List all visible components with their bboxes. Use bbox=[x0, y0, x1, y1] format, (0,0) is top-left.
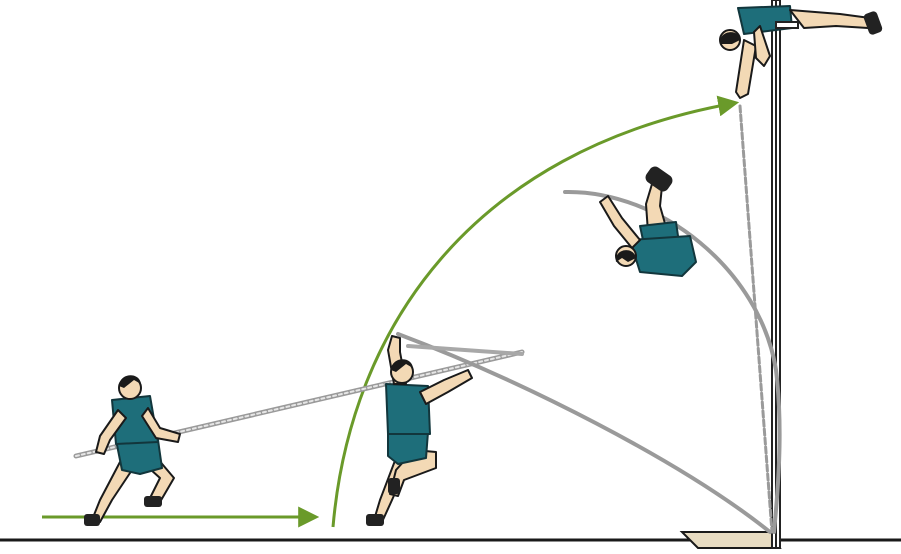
ground bbox=[0, 532, 901, 548]
pole-takeoff bbox=[398, 334, 770, 532]
athlete-takeoff bbox=[366, 334, 770, 532]
planting-box bbox=[682, 532, 780, 548]
crossbar bbox=[776, 22, 798, 28]
pole-clearance bbox=[740, 106, 772, 532]
athlete-clearance bbox=[720, 6, 883, 532]
